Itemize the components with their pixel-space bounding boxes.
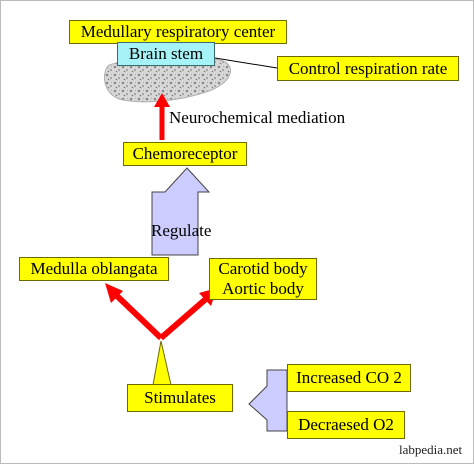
regulate-label: Regulate (151, 221, 212, 240)
brain-stem-label: Brain stem (117, 42, 215, 66)
watermark: labpedia.net (399, 442, 463, 457)
inputs-block-arrow (248, 369, 288, 432)
regulate-block-arrow (151, 167, 211, 256)
neurochemical-mediation-label: Neurochemical mediation (169, 108, 346, 127)
increased-co2-label: Increased CO 2 (287, 364, 411, 392)
medulla-oblangata-label: Medulla oblangata (19, 257, 169, 281)
chemoreceptor-label: Chemoreceptor (123, 142, 247, 166)
medullary-center-label: Medullary respiratory center (69, 20, 287, 44)
aortic-body-text: Aortic body (222, 279, 304, 298)
stimulates-label: Stimulates (127, 384, 233, 412)
connector-control (214, 57, 278, 69)
decreased-o2-label: Decraesed O2 (287, 411, 405, 439)
stimulates-pointer (152, 340, 172, 386)
red-arrow-up (154, 93, 170, 140)
control-rate-label: Control respiration rate (277, 56, 459, 81)
carotid-body-text: Carotid body (218, 259, 308, 278)
red-arrow-left (105, 283, 164, 341)
carotid-aortic-label: Carotid body Aortic body (209, 258, 317, 300)
